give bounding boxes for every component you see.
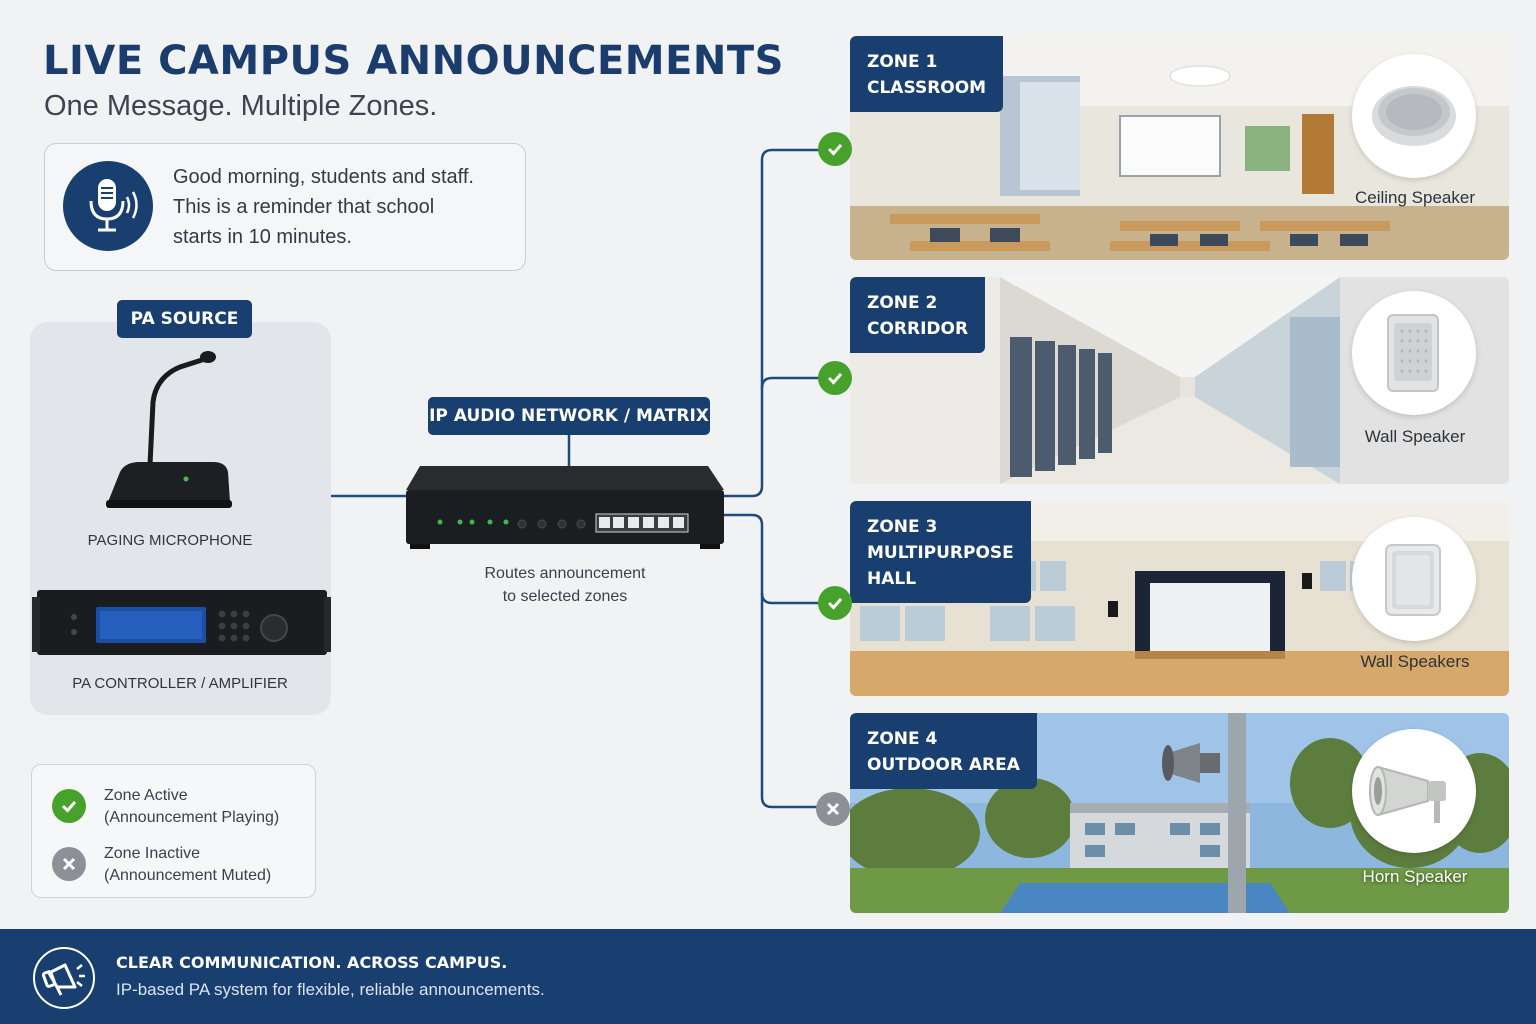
zone-4-label: ZONE 4 OUTDOOR AREA [850, 713, 1037, 789]
zone-4-speaker-label: Horn Speaker [1362, 867, 1468, 886]
footer-subtext: IP-based PA system for flexible, reliabl… [116, 980, 545, 999]
pa-source-devices [32, 351, 332, 655]
page-subtitle: One Message. Multiple Zones. [44, 90, 438, 122]
horn-speaker-icon [1352, 729, 1476, 853]
megaphone-icon [33, 947, 95, 1009]
zone-1-speaker-label: Ceiling Speaker [1354, 188, 1475, 207]
network-matrix-label: IP AUDIO NETWORK / MATRIX [428, 397, 710, 435]
microphone-sound-icon [63, 161, 153, 251]
zone-1-label: ZONE 1 CLASSROOM [850, 36, 1004, 112]
zone-3-panel[interactable]: ZONE 3 MULTIPURPOSE HALL Wall Speakers [850, 501, 1509, 696]
announcement-text: Good morning, students and staff. This i… [173, 166, 474, 248]
status-legend: Zone Active (Announcement Playing) Zone … [31, 764, 316, 898]
zone-1-panel[interactable]: ZONE 1 CLASSROOM Ceiling Speaker [850, 36, 1509, 260]
zone-3-speaker-label: Wall Speakers [1360, 652, 1470, 671]
zone-3-active-check-icon[interactable] [818, 586, 852, 620]
zone-2-active-check-icon[interactable] [818, 361, 852, 395]
announcement-message-box: Good morning, students and staff. This i… [44, 143, 526, 271]
footer-banner: CLEAR COMMUNICATION. ACROSS CAMPUS. IP-b… [0, 929, 1536, 1024]
active-check-icon [52, 789, 86, 823]
zone-2-speaker-label: Wall Speaker [1364, 427, 1466, 446]
zone-3-label: ZONE 3 MULTIPURPOSE HALL [850, 501, 1031, 603]
pa-controller-label: PA CONTROLLER / AMPLIFIER [72, 675, 288, 692]
network-caption: Routes announcement to selected zones [484, 565, 646, 605]
zone-2-label: ZONE 2 CORRIDOR [850, 277, 986, 353]
network-switch-device [406, 466, 724, 549]
pa-source-panel [30, 322, 332, 715]
pa-controller-device [32, 590, 332, 655]
zone-4-inactive-x-icon[interactable] [816, 792, 850, 826]
inactive-x-icon [52, 847, 86, 881]
paging-microphone-label: PAGING MICROPHONE [87, 532, 253, 549]
zone-4-panel[interactable]: ZONE 4 OUTDOOR AREA Horn Speaker [850, 713, 1509, 913]
ceiling-speaker-icon [1352, 54, 1476, 178]
zone-1-active-check-icon[interactable] [818, 132, 852, 166]
page-title: LIVE CAMPUS ANNOUNCEMENTS [43, 38, 784, 84]
footer-heading: CLEAR COMMUNICATION. ACROSS CAMPUS. [116, 953, 508, 972]
zone-2-panel[interactable]: ZONE 2 CORRIDOR Wall Speaker [850, 277, 1509, 484]
wall-speaker-icon [1352, 291, 1476, 415]
wall-speakers-icon [1352, 517, 1476, 641]
paging-microphone-device [106, 351, 232, 508]
pa-source-label: PA SOURCE [117, 300, 252, 338]
